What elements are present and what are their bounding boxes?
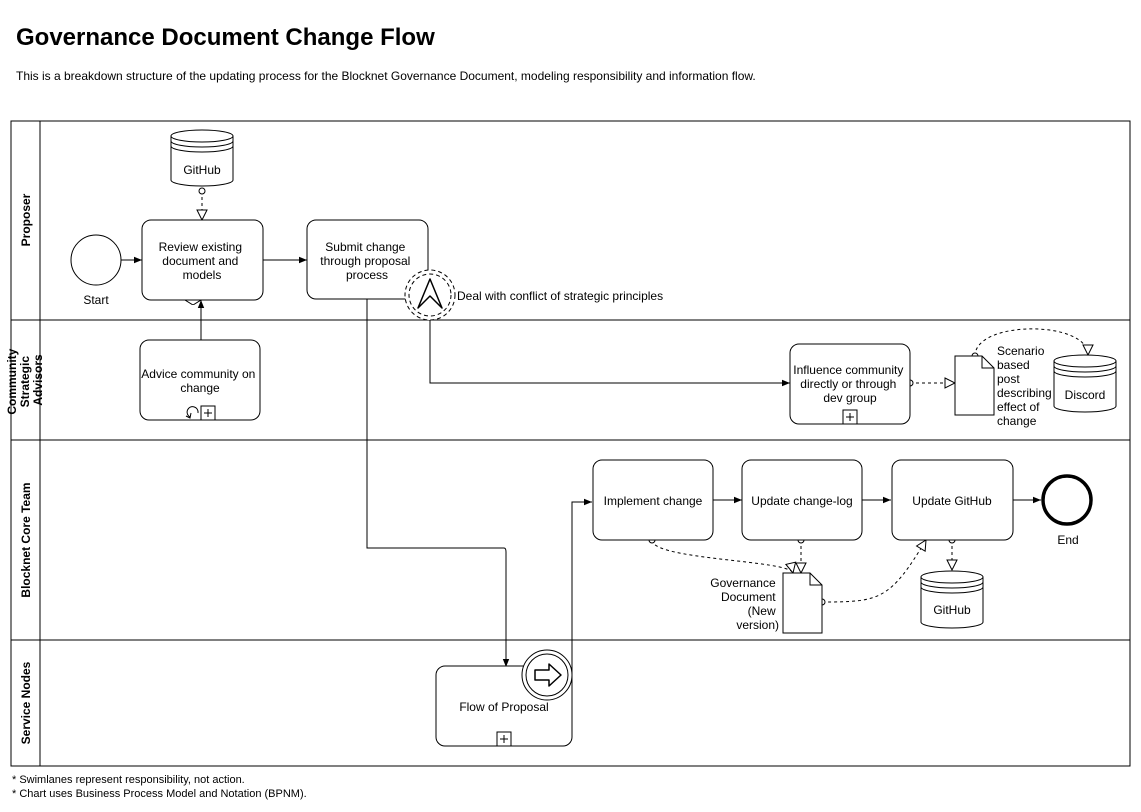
end-label: End xyxy=(1057,533,1078,547)
task-text: Advice community on xyxy=(141,367,255,381)
task-text: Implement change xyxy=(604,494,703,508)
lane-label-line: Strategic xyxy=(18,356,32,408)
footnote: * Chart uses Business Process Model and … xyxy=(12,788,307,800)
task-advice-community[interactable]: Advice community on change xyxy=(139,339,261,421)
lane-label-community-advisors: Community Strategic Advisors xyxy=(5,345,45,414)
start-label: Start xyxy=(83,293,109,307)
data-object-text: Document xyxy=(721,590,776,604)
task-update-github[interactable]: Update GitHub xyxy=(891,459,1014,541)
task-text: document and xyxy=(162,254,238,268)
sequence-flows xyxy=(121,256,1041,715)
governance-document-label: Governance Document (New version) xyxy=(710,576,779,632)
data-object-governance-document[interactable] xyxy=(782,572,823,634)
lane-label-proposer: Proposer xyxy=(19,193,33,246)
start-event[interactable] xyxy=(70,234,122,286)
data-store-discord[interactable]: Discord xyxy=(1053,354,1117,413)
task-submit-change[interactable]: Submit change through proposal process xyxy=(306,219,429,300)
data-object-text: change xyxy=(997,414,1037,428)
scenario-post-label: Scenario based post describing effect of… xyxy=(997,344,1055,428)
pool xyxy=(10,120,1131,767)
data-object-text: (New xyxy=(748,604,776,618)
svg-text:Advice community on chan: Advice community on change xyxy=(141,367,258,395)
task-influence-community[interactable]: Influence community directly or through … xyxy=(789,343,911,425)
task-update-changelog[interactable]: Update change-log xyxy=(741,459,863,541)
end-event[interactable] xyxy=(1041,474,1093,526)
lane-label-core-team: Blocknet Core Team xyxy=(19,482,33,597)
task-text: Influence community xyxy=(793,363,903,377)
page-title: Governance Document Change Flow xyxy=(16,24,435,51)
task-text: Flow of Proposal xyxy=(459,700,548,714)
data-store-github-bottom[interactable]: GitHub xyxy=(920,570,984,629)
lane-label-line: Advisors xyxy=(31,354,45,406)
page-subtitle: This is a breakdown structure of the upd… xyxy=(16,69,756,83)
task-text: Submit change xyxy=(325,240,405,254)
task-text: dev group xyxy=(823,391,877,405)
data-store-github-top[interactable]: GitHub xyxy=(170,129,234,187)
link-boundary-event[interactable] xyxy=(521,649,573,701)
task-review-document[interactable]: Review existing document and models xyxy=(141,219,264,301)
escalation-boundary-event[interactable] xyxy=(404,269,456,321)
svg-text:Influence community dire: Influence community directly or through … xyxy=(793,363,906,405)
task-text: Update GitHub xyxy=(912,494,992,508)
data-store-label: GitHub xyxy=(183,163,221,177)
data-store-label: Discord xyxy=(1065,388,1106,402)
task-text: models xyxy=(183,268,222,282)
loop-icon xyxy=(186,406,199,418)
data-object-scenario-post[interactable] xyxy=(954,355,995,416)
task-text: through proposal xyxy=(320,254,410,268)
lane-label-service-nodes: Service Nodes xyxy=(19,661,33,744)
subprocess-marker-icon xyxy=(842,409,858,425)
data-object-text: Scenario xyxy=(997,344,1045,358)
svg-text:Submit change through pr: Submit change through proposal process xyxy=(320,240,413,282)
data-object-text: version) xyxy=(736,618,779,632)
task-text: process xyxy=(346,268,388,282)
subprocess-marker-icon xyxy=(200,405,216,421)
data-object-text: based xyxy=(997,358,1030,372)
data-object-text: effect of xyxy=(997,400,1040,414)
data-object-text: describing xyxy=(997,386,1052,400)
task-text: Review existing xyxy=(159,240,242,254)
task-text: Update change-log xyxy=(751,494,852,508)
lane-label-line: Community xyxy=(5,348,19,414)
subprocess-marker-icon xyxy=(496,731,512,747)
data-associations xyxy=(201,191,1088,602)
task-text: directly or through xyxy=(800,377,896,391)
footnote: * Swimlanes represent responsibility, no… xyxy=(12,774,245,786)
data-object-text: Governance xyxy=(710,576,776,590)
link-arrow-icon xyxy=(534,663,562,687)
data-store-label: GitHub xyxy=(933,603,971,617)
data-object-text: post xyxy=(997,372,1020,386)
boundary-event-label: Deal with conflict of strategic principl… xyxy=(457,289,663,303)
task-implement-change[interactable]: Implement change xyxy=(592,459,714,541)
svg-text:Review existing document: Review existing document and models xyxy=(159,240,246,282)
escalation-icon xyxy=(417,278,443,309)
task-text: change xyxy=(180,381,220,395)
loop-icon-arrow xyxy=(185,412,192,419)
